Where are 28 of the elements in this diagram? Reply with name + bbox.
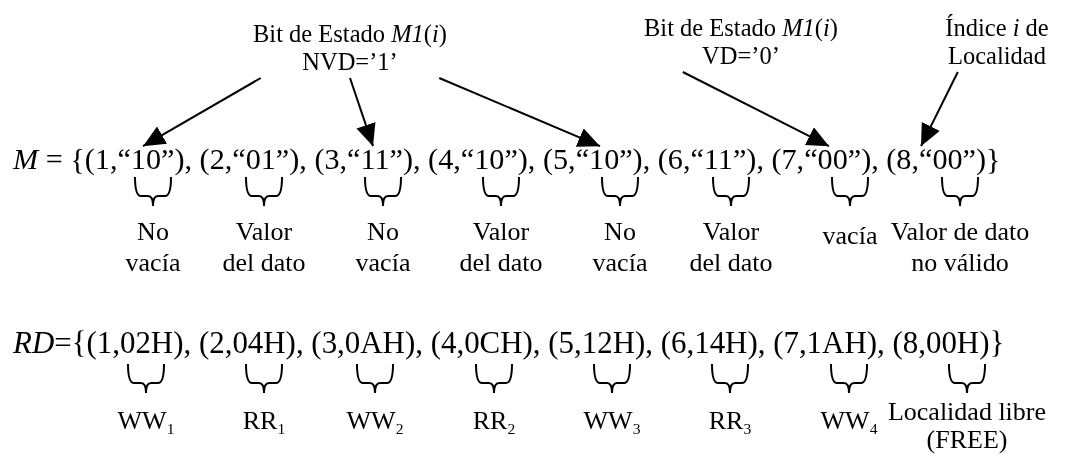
set-expression: RD={(1,02H), (2,04H), (3,0AH), (4,0CH), (5,12H), (6,14H), (7,1AH), (8,00H)} <box>13 326 1005 360</box>
arrow <box>920 71 959 148</box>
brace-label: WW$_{3}$ <box>582 405 642 439</box>
brace-label: WW$_{1}$ <box>116 405 176 439</box>
brace-label: RR$_{3}$ <box>707 405 753 439</box>
callout-text: Bit de Estado M1(i) <box>644 14 838 42</box>
brace-label: Valor del dato <box>458 216 544 278</box>
arrow <box>438 77 601 148</box>
arrow <box>349 77 376 148</box>
arrow <box>681 71 830 148</box>
brace-label: vacía <box>821 220 879 251</box>
brace-label: WW$_{2}$ <box>345 405 405 439</box>
brace-label: No vacía <box>354 216 412 278</box>
brace-label: RR$_{1}$ <box>241 405 287 439</box>
brace-label: No vacía <box>124 216 182 278</box>
callout-text: Bit de Estado M1(i) <box>253 20 447 48</box>
brace-label: Valor del dato <box>221 216 307 278</box>
brace-label: No vacía <box>591 216 649 278</box>
set-expression: M = {(1,“10”), (2,“01”), (3,“11”), (4,“10”), (5,“10”), (6,“11”), (7,“00”), (8,“00”)} <box>13 144 1001 176</box>
arrow <box>142 77 262 148</box>
brace-label: Valor de dato no válido <box>889 216 1031 278</box>
brace-label: WW$_{4}$ <box>819 405 879 439</box>
callout-text: NVD=’1’ <box>301 48 399 76</box>
callout-text: Índice i de Localidad <box>941 14 1053 70</box>
callout-text: VD=’0’ <box>701 42 781 70</box>
brace-label: Valor del dato <box>688 216 774 278</box>
brace-label: RR$_{2}$ <box>471 405 517 439</box>
brace-label: Localidad libre (FREE) <box>886 398 1048 454</box>
